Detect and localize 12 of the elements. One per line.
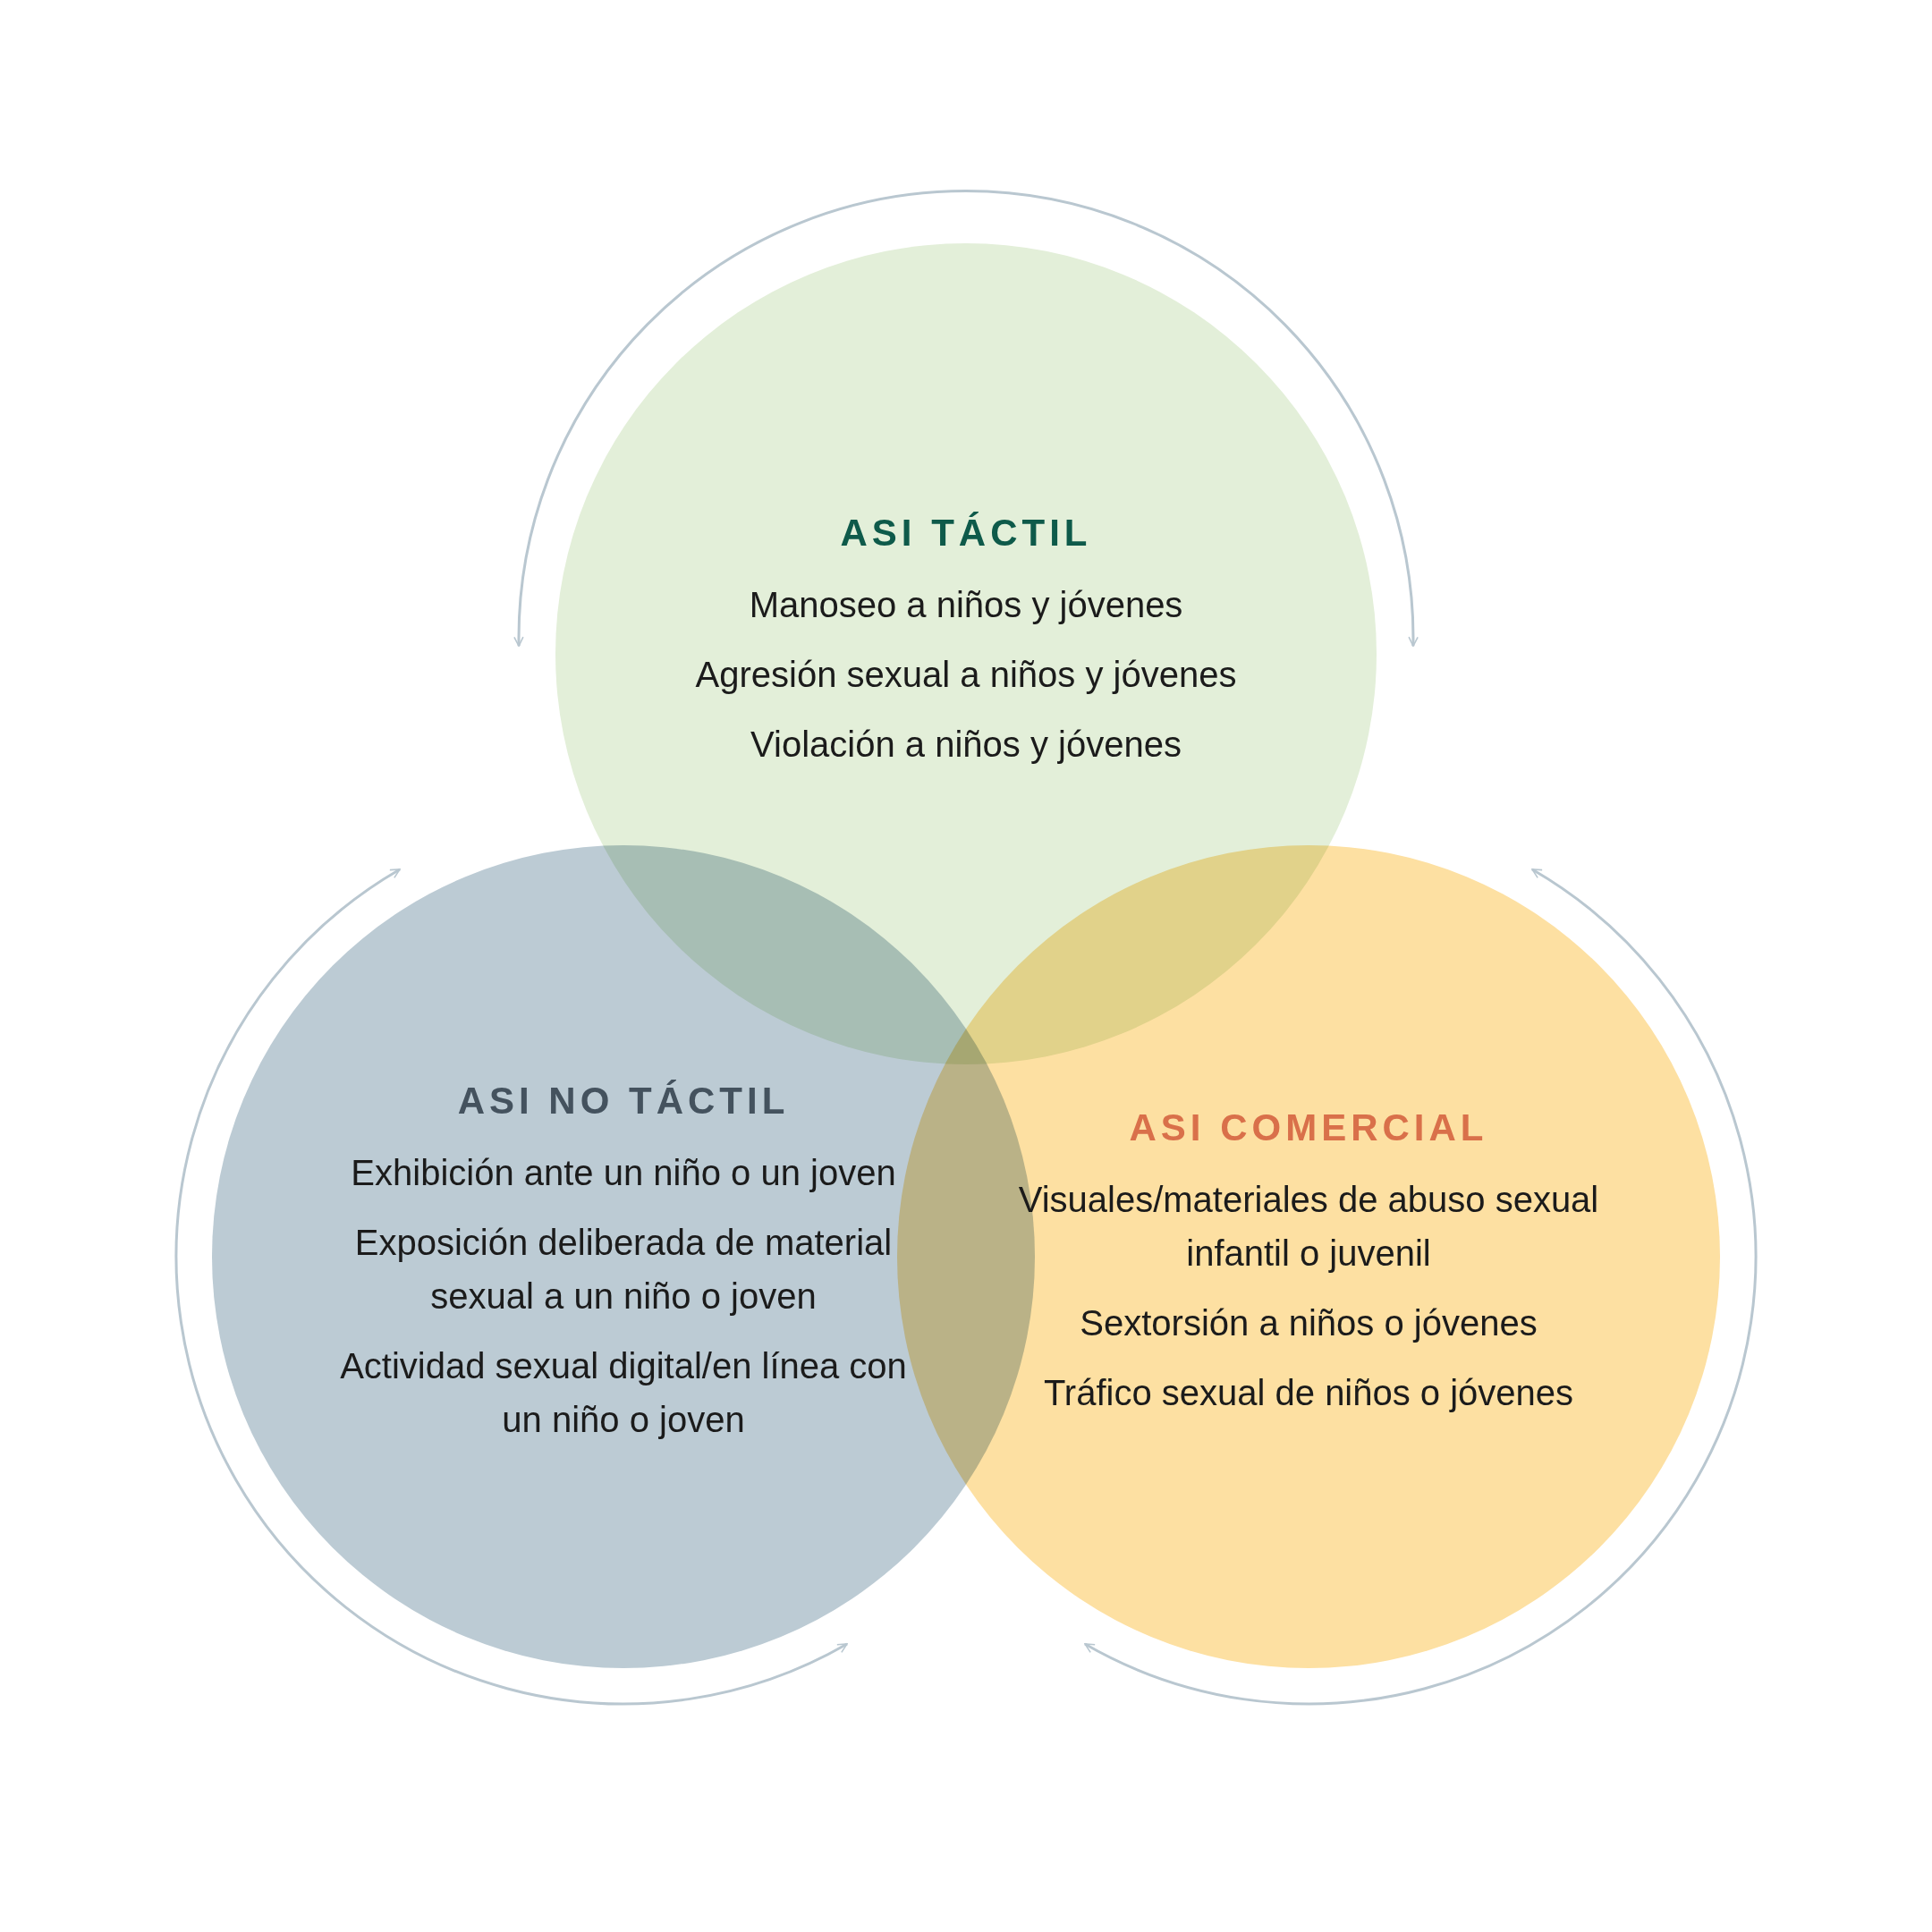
list-item: Visuales/materiales de abuso sexual infantil o juvenil — [1017, 1179, 1600, 1275]
list-item: Manoseo a niños y jóvenes — [749, 584, 1183, 626]
circle-heading: ASI NO TÁCTIL — [457, 1080, 790, 1123]
circle-heading: ASI TÁCTIL — [840, 512, 1092, 555]
circle-heading: ASI COMERCIAL — [1129, 1106, 1488, 1149]
list-item: Agresión sexual a niños y jóvenes — [695, 654, 1237, 696]
list-item: Exhibición ante un niño o un joven — [351, 1152, 896, 1194]
list-item: Exposición deliberada de material sexual a un niño o joven — [353, 1222, 894, 1318]
list-item: Violación a niños y jóvenes — [750, 724, 1182, 766]
list-item: Sextorsión a niños o jóvenes — [1080, 1302, 1538, 1344]
list-item: Tráfico sexual de niños o jóvenes — [1043, 1372, 1574, 1414]
list-item: Actividad sexual digital/en línea con un niño o joven — [339, 1345, 908, 1441]
